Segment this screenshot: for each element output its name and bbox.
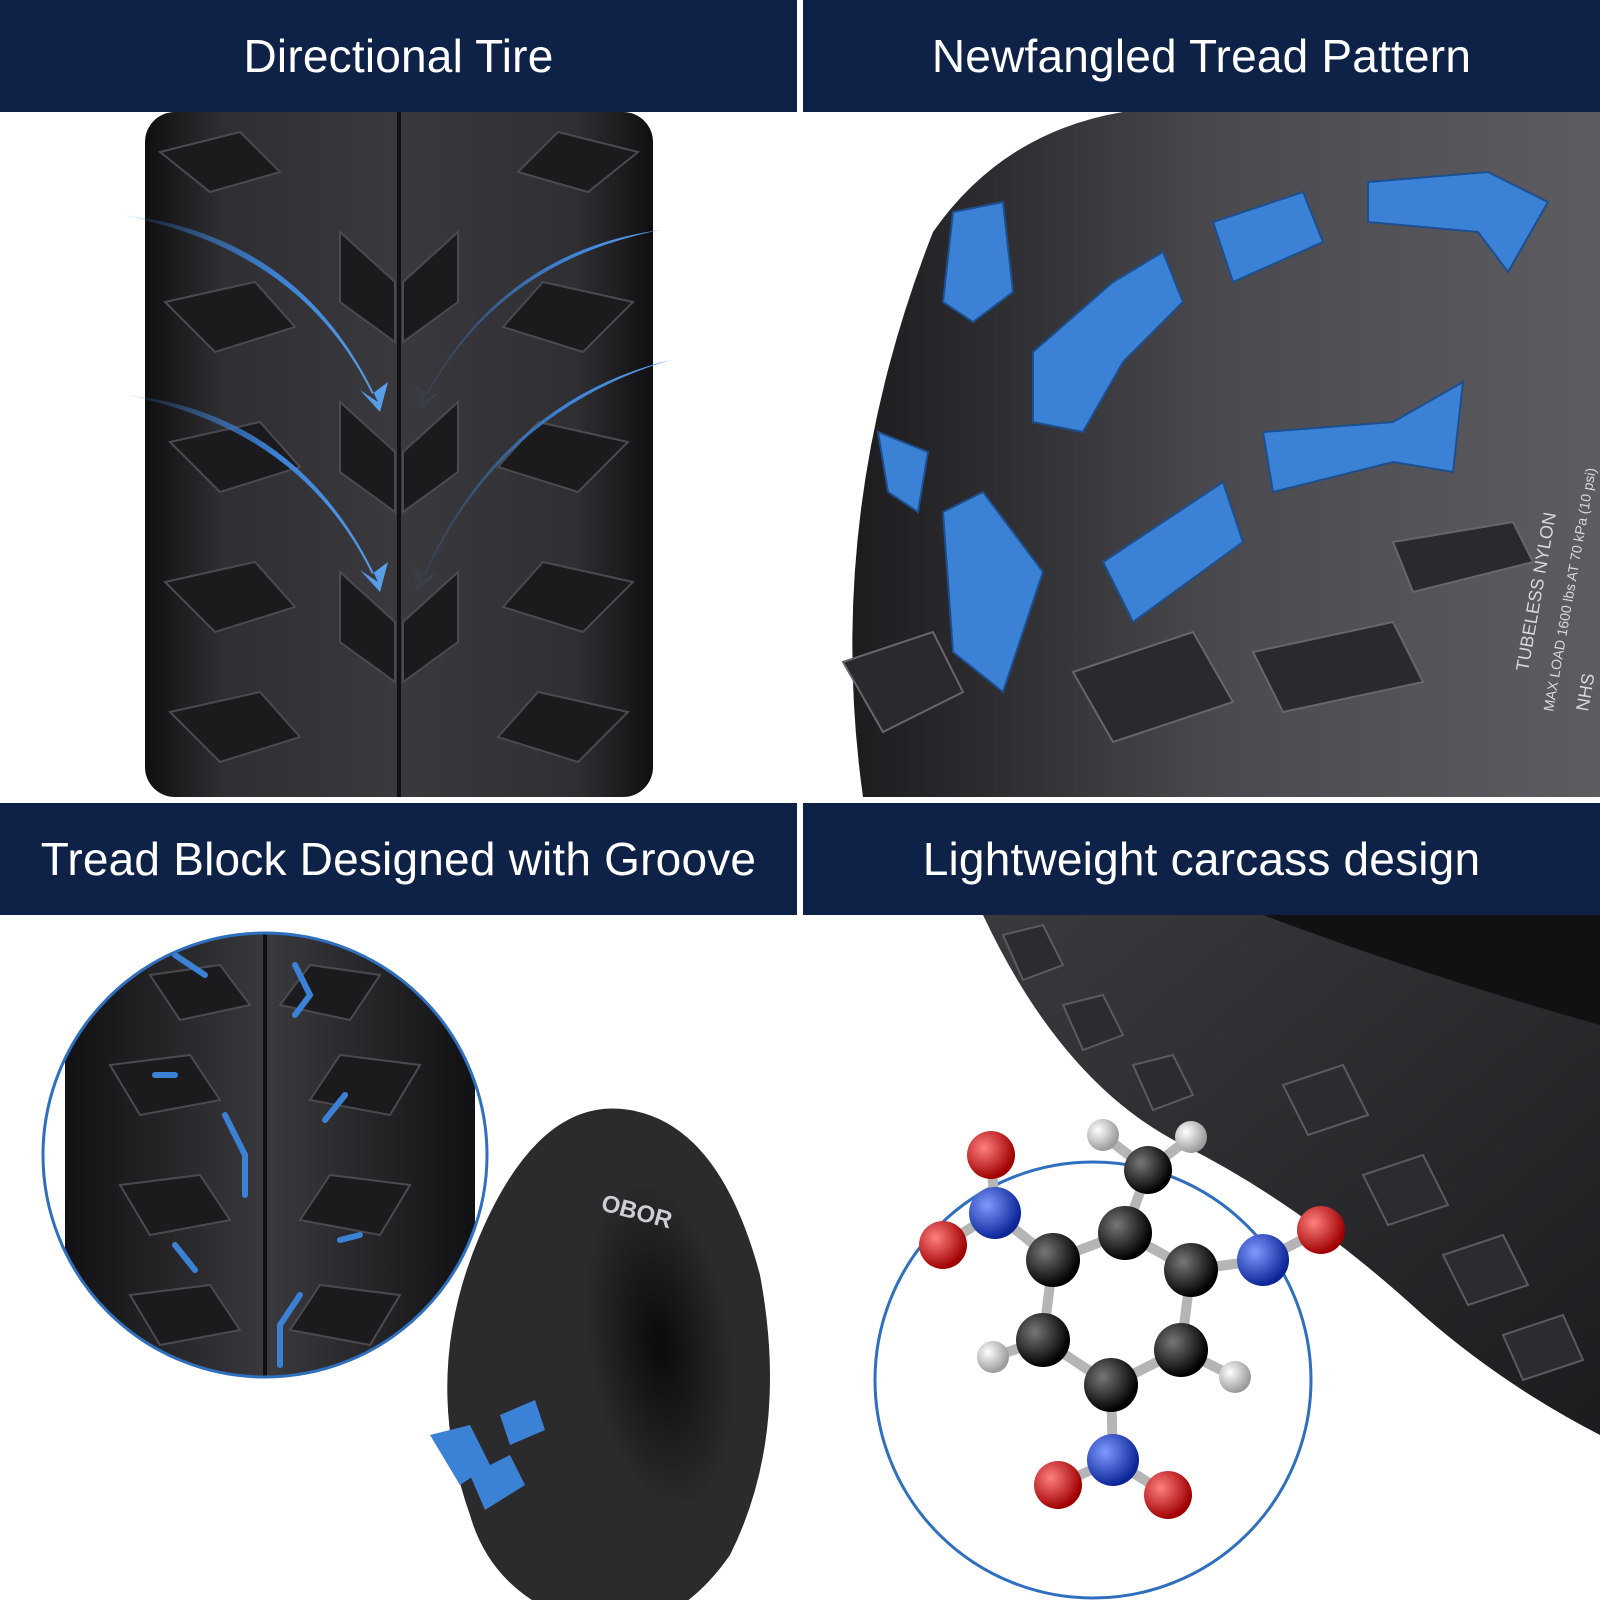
panel-title-bar: Lightweight carcass design [803,803,1600,915]
panel-directional-tire: Directional Tire [0,0,797,797]
panel-title: Tread Block Designed with Groove [40,833,757,885]
panel-title-bar: Tread Block Designed with Groove [0,803,797,915]
panel-tread-pattern: Newfangled Tread Pattern [803,0,1600,797]
tread-groove-image: OBOR [0,915,797,1600]
tire-front-image [0,112,797,797]
panel-lightweight-carcass: Lightweight carcass design [803,803,1600,1600]
panel-title: Directional Tire [243,30,554,82]
tire-tread-closeup-image: TUBELESS NYLON MAX LOAD 1600 lbs AT 70 k… [803,112,1600,797]
molecule-atoms [919,1119,1345,1519]
panel-title-bar: Directional Tire [0,0,797,112]
full-tire-image: OBOR [430,1108,771,1600]
panel-title-bar: Newfangled Tread Pattern [803,0,1600,112]
panel-tread-groove: Tread Block Designed with Groove [0,803,797,1600]
panel-title: Lightweight carcass design [922,833,1481,885]
horizontal-divider [0,797,1600,803]
panel-title: Newfangled Tread Pattern [931,30,1472,82]
tire-sidewall-image [803,915,1600,1600]
